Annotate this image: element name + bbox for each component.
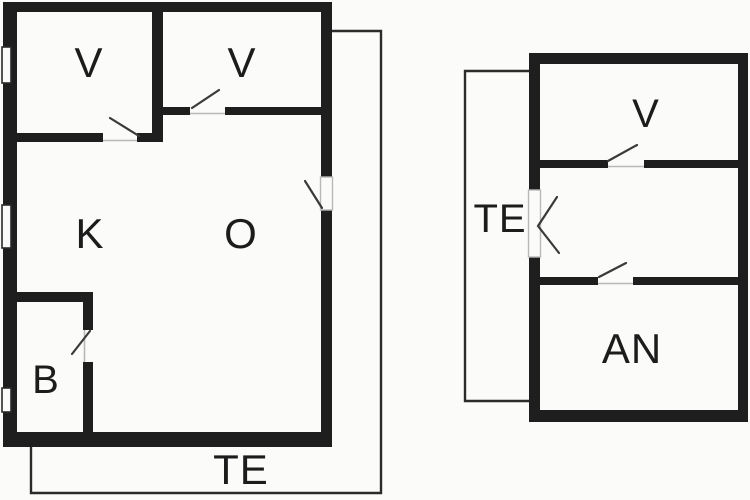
- annex-an-wall-right: [633, 277, 738, 285]
- annex-an-door-swing: [597, 261, 628, 279]
- b-right-wall-lower: [83, 362, 93, 432]
- annex-right-wall: [738, 53, 748, 422]
- annex-v-wall-right: [644, 160, 738, 168]
- annex-terrace-outline: [463, 69, 529, 403]
- v2-bottom-wall-right: [225, 107, 321, 115]
- annex-entry-swing-lower: [536, 224, 561, 255]
- v2-bottom-wall-left: [163, 107, 190, 115]
- annex-left-wall-upper: [529, 53, 540, 190]
- room-label-annex-an: AN: [602, 325, 662, 372]
- window-k: [1, 204, 12, 249]
- terrace-label-main: TE: [213, 446, 269, 493]
- o-door-swing: [303, 179, 324, 210]
- v1-bottom-wall-left: [3, 133, 103, 142]
- room-label-v1: V: [74, 39, 103, 86]
- room-label-v2: V: [227, 39, 256, 86]
- window-v1: [1, 46, 12, 84]
- main-terrace-outline: [29, 29, 383, 495]
- annex-left-wall-lower: [529, 257, 540, 422]
- terrace-label-annex: TE: [473, 197, 526, 241]
- o-terrace-door: [319, 176, 334, 211]
- annex-v-door-swing: [606, 143, 639, 163]
- b-top-wall: [3, 292, 93, 302]
- main-bottom-wall: [3, 432, 332, 447]
- annex-top-wall: [529, 53, 748, 64]
- v2-door-swing: [190, 88, 221, 110]
- v1-bottom-wall-right: [137, 133, 163, 142]
- room-label-o: O: [224, 210, 258, 257]
- room-label-k: K: [75, 210, 104, 257]
- b-right-wall-upper: [83, 292, 93, 330]
- room-label-b: B: [32, 358, 60, 402]
- main-top-wall: [3, 2, 331, 12]
- v1-door-swing: [108, 116, 141, 138]
- b-door-swing: [70, 329, 92, 356]
- main-right-wall: [321, 2, 332, 447]
- annex-an-wall-left: [540, 277, 598, 285]
- annex-entry-swing-upper: [536, 195, 559, 228]
- room-label-annex-v: V: [632, 92, 660, 136]
- annex-bottom-wall: [529, 410, 748, 422]
- v1-v2-divider: [152, 2, 163, 142]
- annex-v-wall-left: [540, 160, 608, 168]
- window-b: [1, 387, 12, 413]
